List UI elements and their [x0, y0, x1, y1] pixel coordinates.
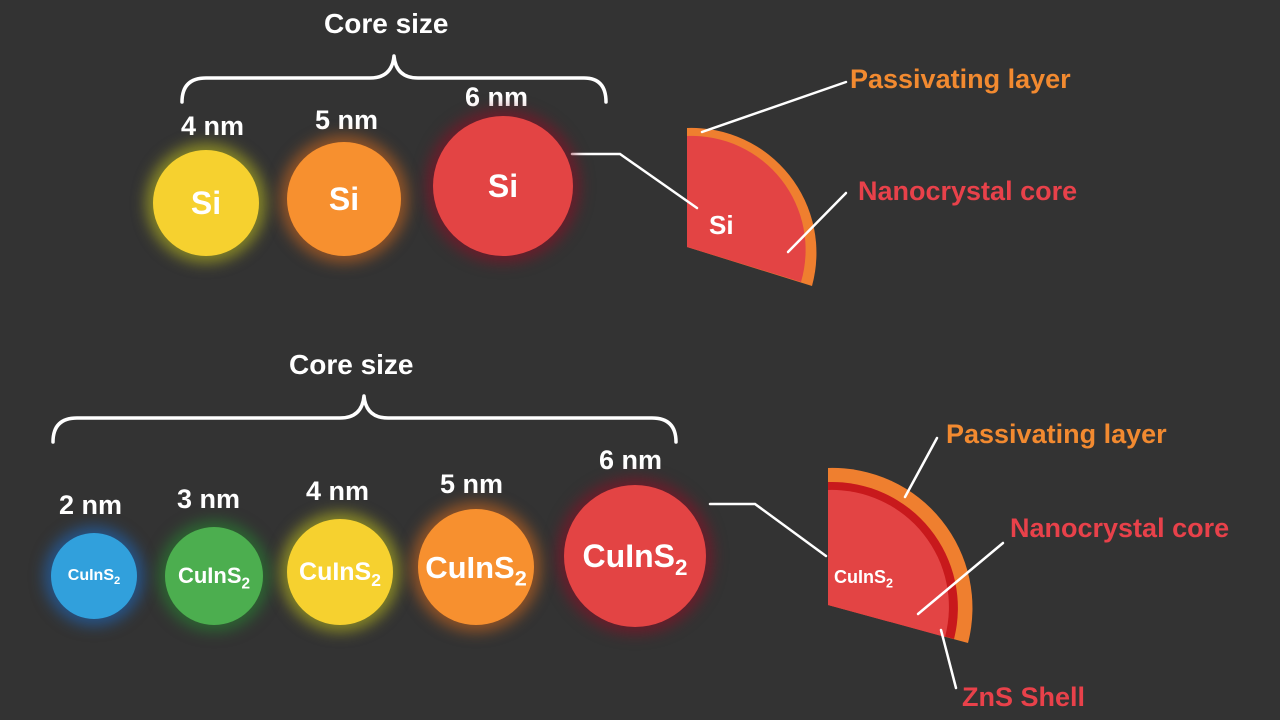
si-nanocrystal-slice [687, 127, 817, 287]
top-core-size-title: Core size [324, 8, 449, 39]
core-size-brace-bottom [51, 394, 678, 444]
si-particle-6nm: Si [433, 116, 573, 256]
leader-line-top-passivating [700, 80, 848, 134]
particle-label: CuInS2 [299, 557, 381, 590]
cuins2-particle-6nm: CuInS2 [564, 485, 706, 627]
particle-label: Si [328, 181, 360, 217]
cuins2-particle-5nm: CuInS2 [418, 509, 534, 625]
leader-line-bottom-shell [939, 628, 958, 690]
cuins2-nanocrystal-slice [828, 467, 973, 643]
slice-core-label: Si [709, 210, 734, 240]
callout-zns-shell: ZnS Shell [962, 682, 1086, 712]
leader-line-bottom-passivating [903, 436, 939, 499]
leader-line-top-particle [570, 152, 699, 210]
callout-nanocrystal-core: Nanocrystal core [1010, 513, 1230, 543]
cuins2-particle-4nm: CuInS2 [287, 519, 393, 625]
top-particle-size-label: 6 nm [465, 82, 529, 112]
slice-core-label: CuInS2 [834, 567, 894, 591]
si-core-wedge [687, 135, 806, 282]
top-particle-size-label: 4 nm [181, 111, 245, 141]
core-size-brace-top [180, 54, 608, 104]
bottom-core-size-title: Core size [289, 349, 414, 380]
bottom-particle-size-label: 2 nm [59, 490, 123, 520]
particle-label: CuInS2 [67, 567, 121, 587]
particle-label: Si [487, 168, 519, 204]
particle-label: Si [190, 185, 222, 221]
bottom-particle-size-label: 4 nm [306, 476, 370, 506]
particle-label: CuInS2 [425, 549, 527, 591]
cuins2-core-wedge [828, 489, 949, 637]
si-particle-5nm: Si [287, 142, 401, 256]
bottom-particle-size-label: 3 nm [177, 484, 241, 514]
leader-line-top-core [786, 191, 848, 254]
cuins2-particle-2nm: CuInS2 [51, 533, 137, 619]
callout-passivating-layer: Passivating layer [850, 64, 1071, 94]
bottom-particle-size-label: 6 nm [599, 445, 663, 475]
particle-label: CuInS2 [177, 563, 251, 593]
callout-nanocrystal-core: Nanocrystal core [858, 176, 1078, 206]
si-particle-4nm: Si [153, 150, 259, 256]
callout-passivating-layer: Passivating layer [946, 419, 1167, 449]
bottom-particle-size-label: 5 nm [440, 469, 504, 499]
particle-label: CuInS2 [582, 538, 688, 580]
leader-line-bottom-particle [708, 502, 828, 558]
top-particle-size-label: 5 nm [315, 105, 379, 135]
leader-line-bottom-core [916, 541, 1005, 616]
cuins2-particle-3nm: CuInS2 [165, 527, 263, 625]
